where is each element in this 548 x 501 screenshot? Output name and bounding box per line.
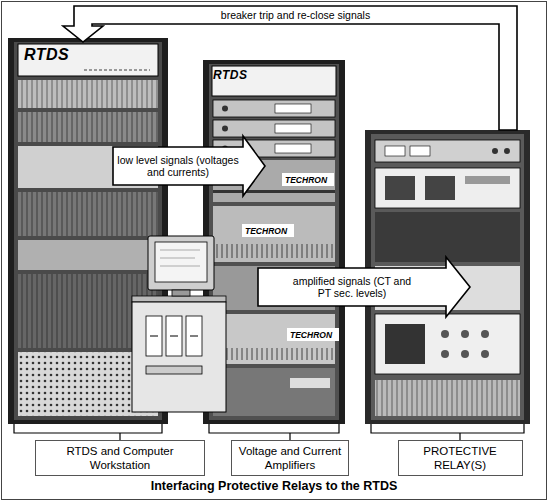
relay-rack (375, 314, 520, 374)
panel-label: TECHRON (285, 175, 327, 185)
rtds-rack (18, 112, 158, 142)
computer-workstation (166, 316, 182, 356)
computer-workstation (146, 316, 162, 356)
signal-arrow (63, 6, 517, 130)
computer-workstation (170, 336, 178, 337)
amplifier-rack (209, 64, 339, 420)
signal-label: breaker trip and re-close signals (220, 9, 371, 21)
relay-rack (375, 212, 520, 262)
caption-text: RTDS and Computer Workstation (66, 445, 173, 471)
computer-workstation (160, 266, 200, 267)
computer-workstation (190, 336, 198, 337)
amplifier-rack (213, 314, 335, 364)
amplifier-rack (282, 173, 334, 186)
rtds-rack (18, 112, 158, 142)
relay-rack (385, 176, 415, 200)
caption-text: PROTECTIVE RELAY(S) (423, 445, 496, 471)
amplifier-rack (212, 66, 336, 96)
computer-workstation (172, 290, 190, 296)
relay-rack (461, 330, 469, 338)
amplifier-rack (275, 104, 311, 113)
computer-workstation (160, 250, 200, 251)
relay-rack (375, 380, 520, 416)
relay-rack (375, 168, 520, 208)
relay-rack (425, 176, 455, 200)
caption-text: Voltage and Current Amplifiers (239, 445, 341, 471)
rtds-rack (18, 80, 158, 108)
relay-rack (375, 380, 520, 416)
rtds-rack (18, 80, 158, 108)
amplifier-rack (287, 328, 339, 341)
computer-workstation (155, 242, 207, 282)
diagram-title: Interfacing Protective Relays to the RTD… (0, 479, 548, 494)
amplifier-rack (290, 378, 330, 388)
panel-label: RTDS (24, 46, 69, 64)
panel-label: TECHRON (245, 226, 287, 236)
rtds-rack: RTDS (8, 38, 168, 424)
amplifier-rack (275, 144, 311, 153)
rtds-rack (18, 192, 158, 236)
amplifier-rack (275, 124, 311, 133)
relay-rack (385, 324, 425, 364)
computer-workstation (132, 302, 226, 412)
computer-workstation (150, 336, 158, 337)
bracket-line (14, 424, 162, 440)
relay-rack (504, 148, 510, 154)
caption-box: RTDS and Computer Workstation (35, 440, 205, 476)
amplifier-rack (213, 368, 335, 416)
relay-rack (481, 350, 489, 358)
relay-rack (441, 350, 449, 358)
amplifier-rack (213, 100, 335, 117)
caption-box: PROTECTIVE RELAY(S) (398, 440, 523, 476)
computer-workstation (148, 236, 214, 290)
computer-workstation (186, 316, 202, 356)
relay-rack (441, 330, 449, 338)
panel-label: RTDS (213, 68, 247, 82)
relay-rack (375, 140, 520, 162)
relay-rack (385, 146, 405, 156)
relay-rack (410, 146, 430, 156)
amplifier-rack (213, 206, 335, 262)
relay-rack (465, 176, 510, 184)
bracket-line (371, 424, 524, 440)
signal-arrow (258, 257, 470, 317)
signal-label: amplified signals (CT and PT sec. levels… (289, 275, 415, 299)
computer-workstation (132, 296, 226, 302)
amplifier-rack (242, 224, 294, 237)
amplifier-rack: RTDS TECHRON TECHRON TECHRON (203, 60, 345, 424)
amplifier-rack (213, 244, 335, 258)
amplifier-rack (213, 120, 335, 137)
rtds-rack (18, 44, 158, 76)
panel-label: TECHRON (290, 330, 332, 340)
caption-box: Voltage and Current Amplifiers (231, 440, 349, 476)
computer-workstation (160, 258, 195, 259)
rtds-rack (18, 240, 158, 270)
amplifier-rack (222, 126, 228, 132)
relay-rack (492, 148, 498, 154)
amplifier-rack (213, 190, 335, 193)
relay-rack (461, 350, 469, 358)
computer-workstation (146, 366, 202, 374)
amplifier-rack (213, 348, 335, 360)
signal-label: low level signals (voltages and currents… (116, 154, 240, 178)
relay-rack (481, 330, 489, 338)
rtds-rack (84, 69, 150, 71)
signal-arrow (113, 136, 265, 196)
bracket-line (209, 424, 339, 440)
computer-workstation (132, 236, 226, 412)
rtds-rack (18, 192, 158, 236)
amplifier-rack (222, 106, 228, 112)
